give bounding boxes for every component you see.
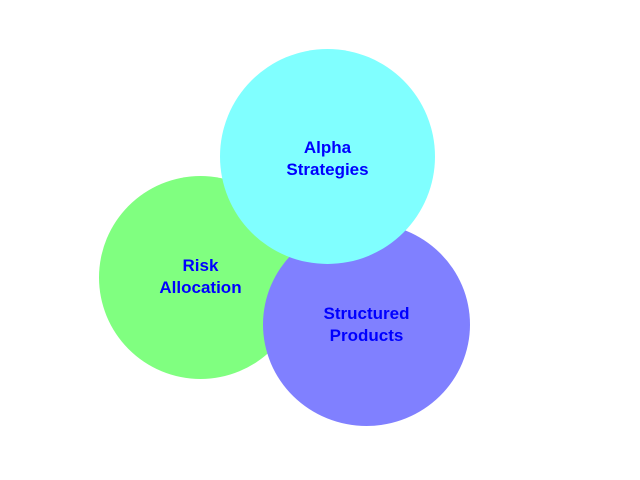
alpha-strategies-circle: Alpha Strategies: [220, 49, 435, 264]
risk-allocation-label: Risk Allocation: [159, 255, 241, 299]
structured-products-label: Structured Products: [324, 303, 410, 347]
label-line: Strategies: [286, 159, 369, 179]
alpha-strategies-label: Alpha Strategies: [286, 137, 368, 181]
label-line: Structured: [323, 303, 410, 323]
label-line: Products: [329, 325, 404, 345]
label-line: Allocation: [159, 277, 242, 297]
label-line: Risk: [182, 255, 219, 275]
label-line: Alpha: [303, 137, 352, 157]
